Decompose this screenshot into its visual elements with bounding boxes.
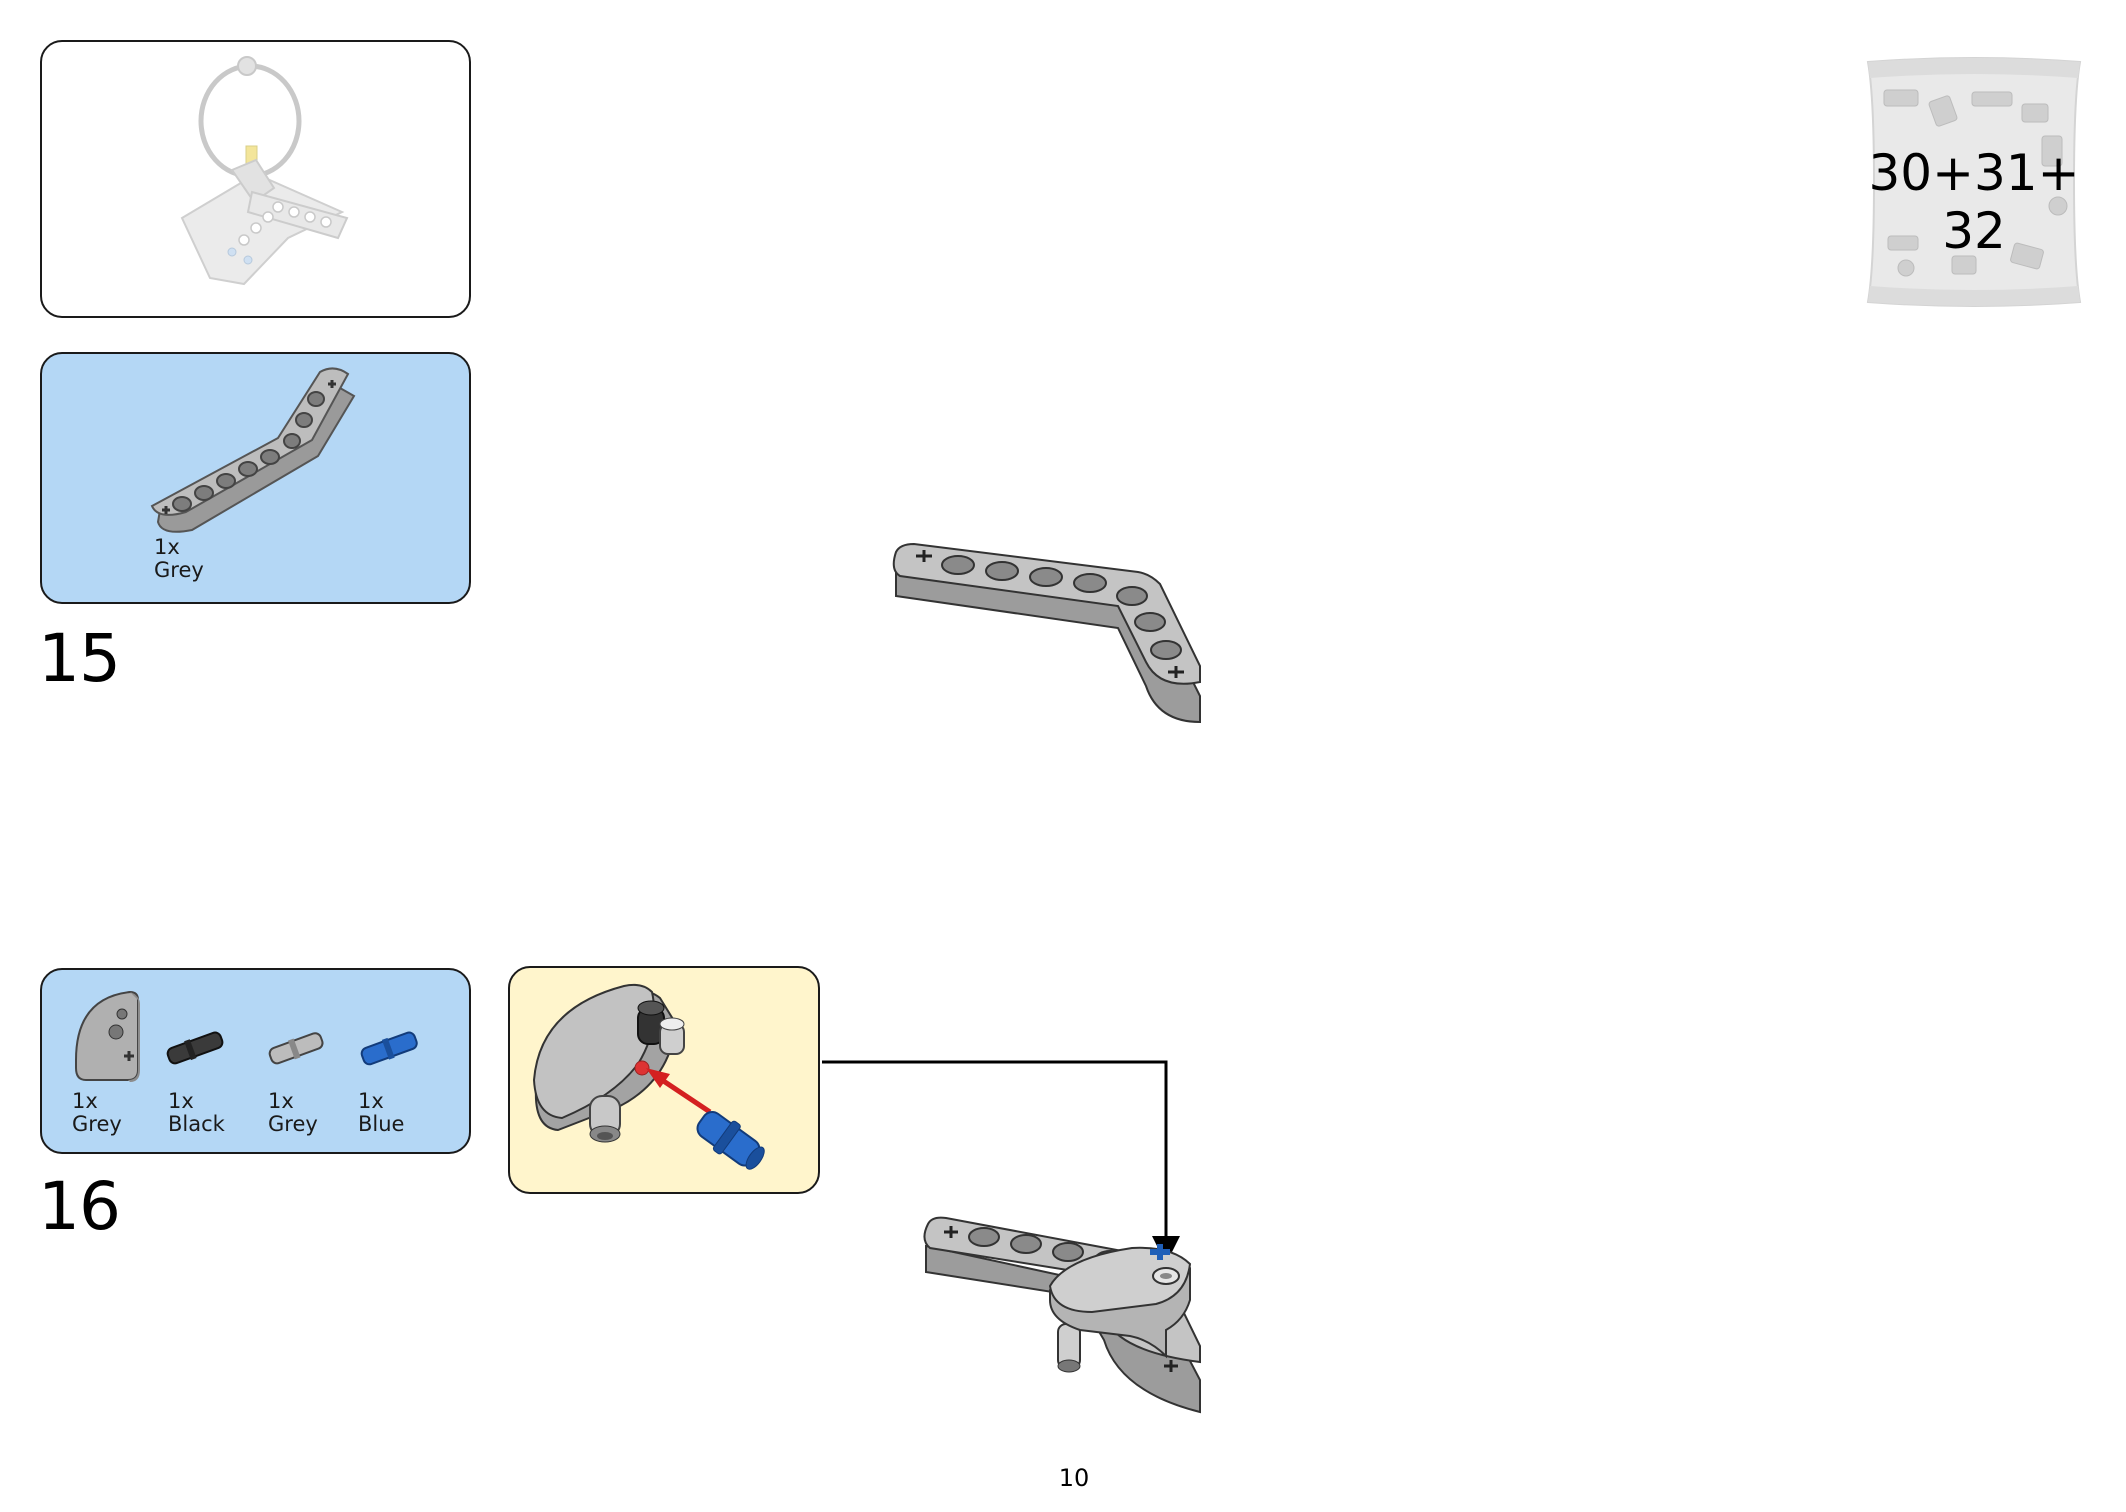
- part-qty: 1x: [154, 535, 180, 559]
- pin-connector-icon: [75, 990, 140, 1082]
- step16-parts-panel: 1x Grey 1x Black 1x Grey 1x Blue: [40, 968, 471, 1154]
- part-color: Grey: [154, 558, 204, 582]
- part-color: Blue: [358, 1112, 405, 1136]
- axle-pin-black-icon: [166, 1031, 224, 1065]
- step15-part-label: 1x Grey: [154, 536, 204, 582]
- part-qty: 1x: [268, 1089, 294, 1113]
- subassembly-icon: [532, 983, 765, 1170]
- part-qty: 1x: [72, 1089, 98, 1113]
- step16-part-label-4: 1x Blue: [358, 1090, 404, 1136]
- step16-subassembly-callout: [508, 966, 820, 1194]
- step15-parts-panel: 1x Grey: [40, 352, 471, 604]
- part-color: Black: [168, 1112, 225, 1136]
- previous-build-panel: [40, 40, 471, 318]
- parts-bag-icon: [1866, 57, 2082, 307]
- step-number-16: 16: [38, 1168, 121, 1245]
- axle-pin-grey-icon: [268, 1032, 324, 1065]
- part-qty: 1x: [358, 1089, 384, 1113]
- bag-number-line2: 32: [1942, 202, 2006, 260]
- step-number-15: 15: [38, 620, 121, 697]
- assembly-arrow-icon: [1152, 1236, 1180, 1264]
- parts-icons: [75, 990, 418, 1082]
- bag-number-line1: 30+31+: [1868, 144, 2080, 202]
- step16-part-label-2: 1x Black: [168, 1090, 225, 1136]
- part-color: Grey: [72, 1112, 122, 1136]
- step16-part-label-3: 1x Grey: [268, 1090, 318, 1136]
- page-number: 10: [1058, 1464, 1090, 1492]
- axle-pin-blue-icon: [360, 1031, 418, 1066]
- part-qty: 1x: [168, 1089, 194, 1113]
- part-color: Grey: [268, 1112, 318, 1136]
- bent-liftarm-icon: [150, 367, 356, 533]
- parts-bag: 30+31+ 32: [1862, 56, 2086, 308]
- step16-part-label-1: 1x Grey: [72, 1090, 122, 1136]
- previous-build-preview-icon: [180, 56, 349, 286]
